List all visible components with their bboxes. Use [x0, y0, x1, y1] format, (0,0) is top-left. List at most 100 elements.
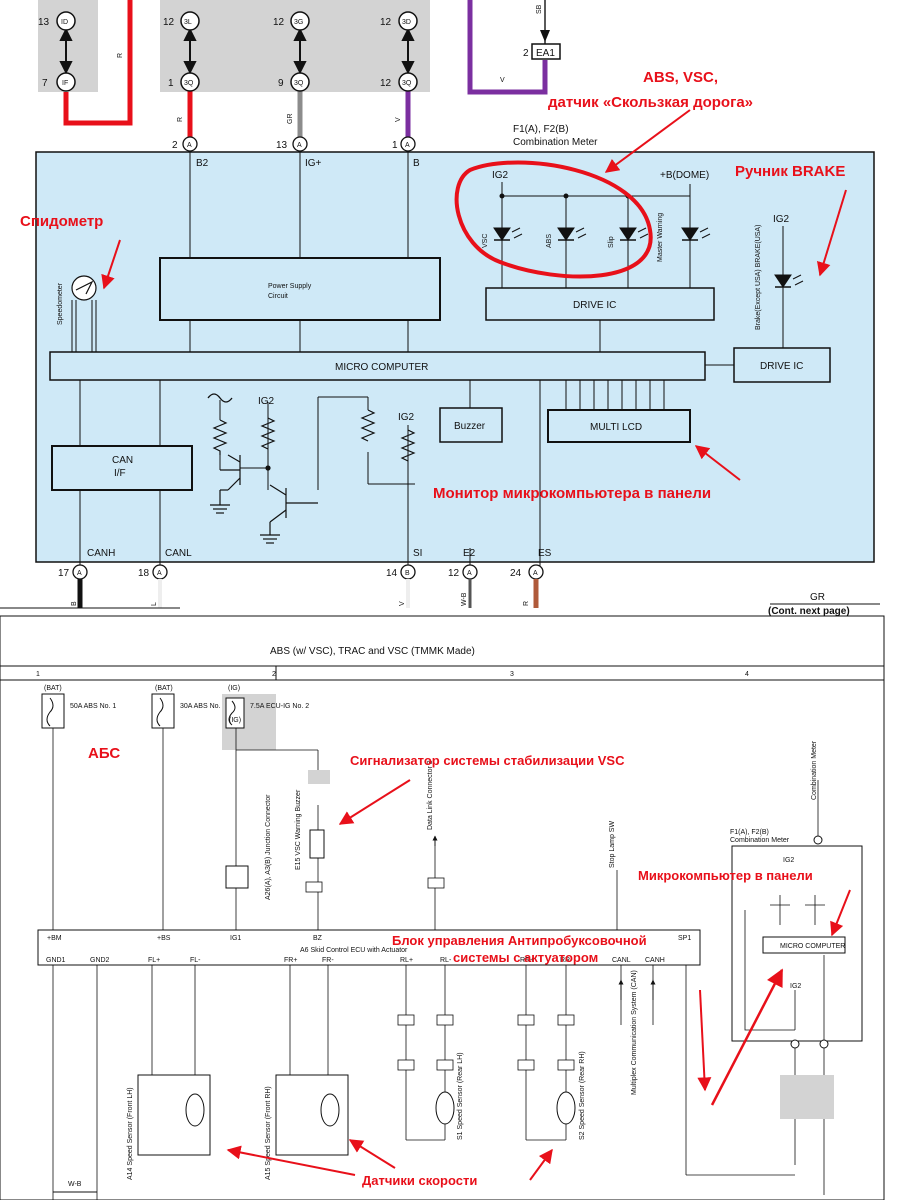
svg-text:12: 12 — [380, 17, 392, 28]
connector-if: 7 IF — [42, 72, 76, 92]
ecu-pin-ig1: IG1 — [230, 935, 241, 942]
ecu-pin-canh: CANH — [645, 957, 665, 964]
ecu-pin-frm: FR- — [322, 957, 334, 964]
annotation-circle — [454, 160, 653, 279]
svg-text:9: 9 — [278, 78, 284, 89]
annotation-ecu-2: системы с актуатором — [453, 950, 598, 965]
speed-sensor-front-lh-icon — [185, 1093, 205, 1127]
svg-text:7: 7 — [42, 78, 48, 89]
speedometer-gauge-icon — [71, 275, 97, 352]
svg-text:14: 14 — [386, 568, 398, 579]
transistor-q2 — [269, 484, 318, 535]
ecu-pin-gnd2: GND2 — [90, 957, 110, 964]
ecu-pin-bm: +BM — [47, 935, 62, 942]
bottom-wire-label-gr: GR — [810, 592, 825, 603]
power-supply-circuit-label: Circuit — [268, 293, 288, 300]
multi-lcd-box — [547, 409, 691, 443]
bottom-pin-24a: 24 A — [510, 564, 544, 580]
fuse-abs1: (BAT) 50A ABS No. 1 — [41, 685, 116, 729]
bottom-wire-label-b: B — [71, 601, 78, 606]
micro-computer-box — [49, 351, 706, 381]
bottom-pin-18a: 18 A — [138, 564, 168, 580]
ig2-label-b: IG2 — [773, 214, 790, 225]
micro-computer-bottom-box — [762, 936, 846, 954]
meter-ig2-label-2: IG2 — [790, 983, 801, 990]
drive-ic-label-1: DRIVE IC — [573, 300, 616, 311]
connector-3q-1: 1 3Q — [168, 72, 200, 92]
ecu-pin-flm: FL- — [190, 957, 201, 964]
ecu-pin-gnd1: GND1 — [46, 957, 66, 964]
led-label-vsc: VSC — [482, 234, 489, 248]
brake-lamp-label: Brake(Except USA) BRAKE(USA) — [755, 225, 762, 330]
wire-label-v: V — [395, 117, 402, 122]
svg-text:A: A — [297, 142, 302, 149]
can-if-box — [51, 445, 193, 491]
led-rays — [511, 227, 804, 286]
meter-pin-top — [813, 835, 823, 845]
annotation-vsc-signal: Сигнализатор системы стабилизации VSC — [350, 753, 625, 768]
svg-text:3L: 3L — [184, 19, 192, 26]
svg-text:A: A — [187, 142, 192, 149]
fuse-abs2: (BAT) 30A ABS No. 2 — [151, 685, 226, 729]
ecu-pin-canl: CANL — [612, 957, 631, 964]
ig2-label-c: IG2 — [258, 396, 275, 407]
link-arrows — [59, 27, 415, 75]
speedometer-label: Speedometer — [57, 282, 64, 325]
power-supply-label: Power Supply — [268, 283, 312, 290]
bottom-diagram: ABS (w/ VSC), TRAC and VSC (TMMK Made) 1… — [0, 615, 885, 1200]
ac-source-icon — [207, 393, 233, 403]
svg-text:3Q: 3Q — [184, 80, 194, 87]
top-diagram: 13 ID 12 3L 12 3G 12 3D 7 IF 1 3Q — [0, 0, 880, 617]
meter-junction-gray — [780, 1075, 834, 1119]
svg-text:18: 18 — [138, 568, 150, 579]
can-label: CAN — [112, 455, 133, 466]
pin-label-canl: CANL — [165, 548, 192, 559]
svg-text:3D: 3D — [402, 19, 411, 26]
continued-label: (Cont. next page) — [768, 606, 850, 617]
ecu-name: A6 Skid Control ECU with Actuator — [300, 947, 408, 954]
speed-sensor-front-lh-label: A14 Speed Sensor (Front LH) — [127, 1087, 134, 1180]
svg-text:(IG): (IG) — [228, 685, 240, 692]
svg-text:A: A — [467, 570, 472, 577]
meter-ref-vertical: Combination Meter — [811, 740, 818, 800]
bottom-wire-label-wb: W-B — [461, 592, 468, 606]
speed-sensor-front-rh-label: A15 Speed Sensor (Front RH) — [265, 1086, 272, 1180]
led-label-slip: Slip — [608, 236, 615, 248]
speed-sensor-rear-lh-label: S1 Speed Sensor (Rear LH) — [457, 1052, 464, 1140]
svg-text:12: 12 — [163, 17, 175, 28]
annotation-abs-vsc-2: датчик «Скользкая дорога» — [548, 94, 753, 111]
column-4: 4 — [745, 671, 749, 678]
ig2-label-d: IG2 — [398, 412, 415, 423]
annotation-brake: Ручник BRAKE — [735, 163, 845, 180]
buzzer-ref: E15 VSC Warning Buzzer — [295, 789, 302, 870]
ground-wire-label: W-B — [68, 1181, 82, 1188]
svg-text:30A ABS No. 2: 30A ABS No. 2 — [180, 703, 226, 710]
annotation-ecu-1: Блок управления Антипробуксовочной — [392, 933, 647, 948]
meter-pin-14b — [790, 1039, 800, 1049]
connector-3g: 12 3G — [273, 11, 310, 31]
wire-red-left — [63, 0, 133, 126]
bottom-pin-12a: 12 A — [448, 564, 478, 580]
svg-text:2: 2 — [172, 140, 178, 151]
svg-text:ID: ID — [61, 19, 68, 26]
speed-sensor-rear-lh-icon — [435, 1091, 455, 1125]
ecu-pin-rrp: RR+ — [520, 957, 534, 964]
transistor-q1 — [219, 454, 241, 505]
svg-text:3Q: 3Q — [402, 80, 412, 87]
ecu-pin-rlp: RL+ — [400, 957, 413, 964]
svg-text:24: 24 — [510, 568, 522, 579]
dlc-ref: Data Link Connector 3 — [427, 760, 434, 830]
svg-text:12: 12 — [273, 17, 285, 28]
annotation-abs-vsc-1: ABS, VSC, — [643, 69, 718, 86]
ecu-pin-frp: FR+ — [284, 957, 297, 964]
if-label: I/F — [114, 468, 126, 479]
micro-computer-bottom-label: MICRO COMPUTER — [780, 943, 845, 950]
buzzer-box — [439, 407, 503, 443]
meter-id: F1(A), F2(B) — [513, 124, 569, 135]
resistors — [212, 409, 416, 462]
bottom-wire-label-v: V — [399, 601, 406, 606]
speed-sensor-rear-rh-icon — [556, 1091, 576, 1125]
skid-control-ecu-box — [37, 929, 701, 966]
svg-text:A: A — [405, 142, 410, 149]
ig2-label-a: IG2 — [492, 170, 509, 181]
